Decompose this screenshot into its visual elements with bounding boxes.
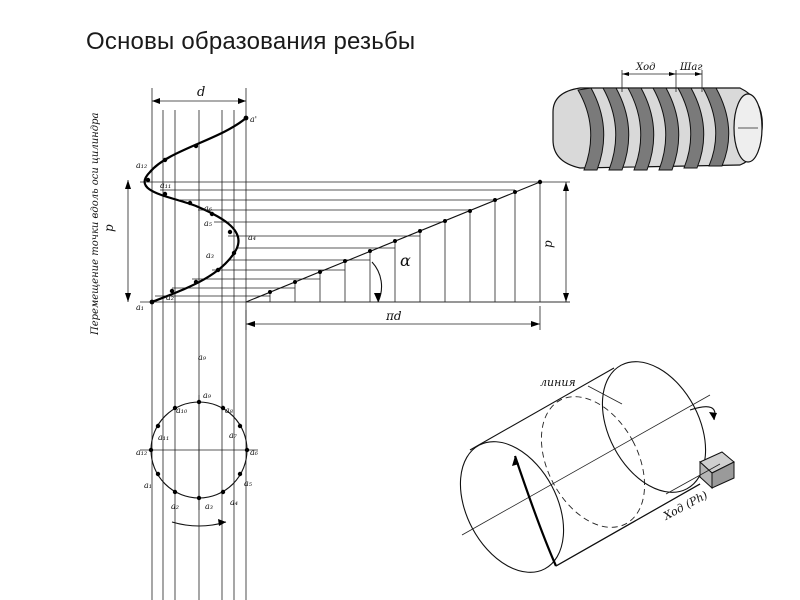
point-label-a5-left: a₅ — [204, 219, 213, 228]
threaded-screw-illustration: Ход Шаг — [552, 62, 763, 171]
point-label-a6-left: a₆ — [204, 204, 213, 213]
circle-label-a1: a₁ — [144, 481, 152, 490]
circle-label-a10: a₁₀ — [176, 406, 188, 415]
circle-label-a3: a₃ — [205, 502, 213, 511]
axis-movement-note: Перемещение точки вдоль оси цилиндра — [90, 113, 101, 336]
point-label-a2-left: a₂ — [166, 293, 174, 302]
development-verticals — [269, 182, 541, 302]
circle-label-a11: a₁₁ — [158, 433, 169, 442]
circle-label-a8: a₈ — [225, 406, 234, 415]
circle-label-a2: a₂ — [171, 502, 179, 511]
point-label-a11-left: a₁₁ — [160, 181, 171, 190]
pitch-label-right: p — [541, 240, 555, 248]
angle-alpha-label: α — [400, 251, 411, 270]
point-label-a3-left: a₃ — [206, 251, 214, 260]
circle-label-a7: a₇ — [229, 431, 238, 440]
circle-label-a9: a₉ — [203, 391, 212, 400]
development-points — [268, 179, 543, 294]
pitch-label-left: p — [102, 224, 116, 232]
circle-points — [148, 399, 250, 501]
circle-label-a12: a₁₂ — [136, 448, 147, 457]
point-label-a-prime: a' — [250, 115, 257, 124]
cross-section-circle: a₁ a₂ a₃ a₄ a₅ a₆ a₇ a₈ a₉ a₁₀ a₁₁ a₁₂ — [136, 391, 259, 527]
point-label-a12-left: a₁₂ — [136, 161, 147, 170]
circle-label-a5: a₅ — [244, 479, 253, 488]
helix-projection-curve — [143, 117, 247, 304]
circle-label-a6: a₆ — [250, 448, 259, 457]
cylinder-helix-illustration: линия Ход (Ph) — [459, 361, 735, 573]
shag-label: Шаг — [679, 62, 702, 73]
hod-ph-label: Ход (Ph) — [660, 489, 709, 523]
helix-points — [145, 115, 249, 305]
point-label-a1-left: a₁ — [136, 303, 144, 312]
point-label-a4-left: a₄ — [248, 233, 256, 242]
liniya-label: линия — [540, 376, 576, 389]
circle-label-a4: a₄ — [230, 498, 238, 507]
point-label-a9-mid: a₉ — [198, 353, 207, 362]
diameter-label: d — [197, 85, 205, 100]
circumference-label: πd — [385, 309, 402, 323]
hod-label: Ход — [635, 62, 655, 73]
slide-title: Основы образования резьбы — [86, 28, 416, 55]
helix-development-drawing: d p Перемещение точки вдоль оси цилиндра — [90, 85, 570, 600]
